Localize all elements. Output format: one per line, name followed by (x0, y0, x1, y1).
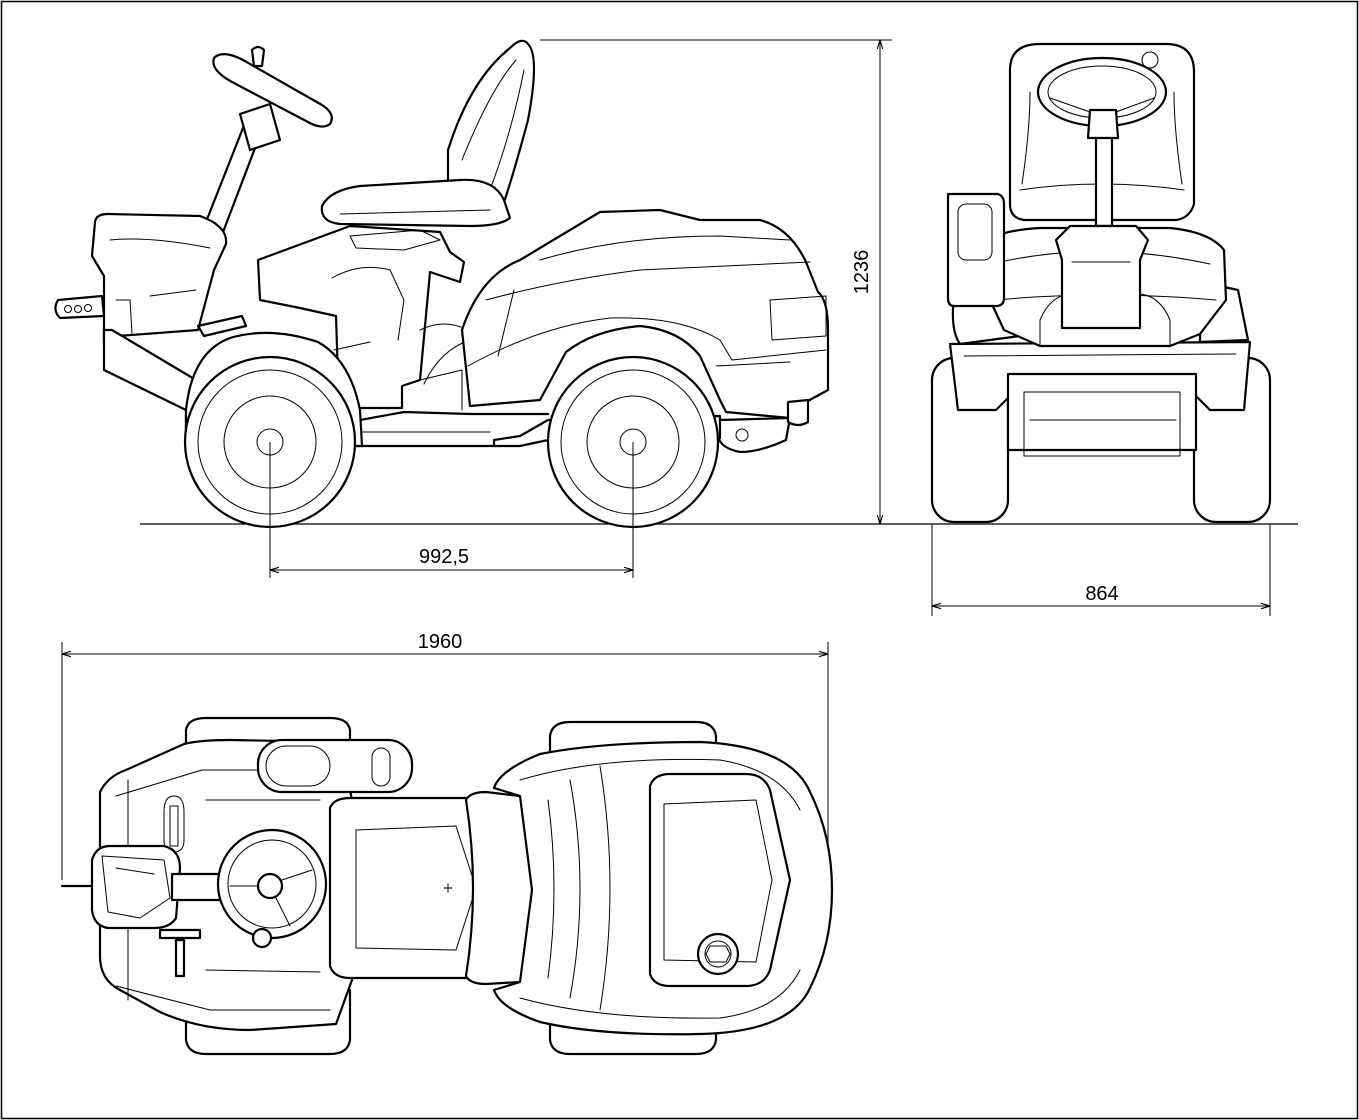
side-view: 1236 992,5 (54, 39, 1298, 578)
track-width-dimension-label: 864 (1085, 583, 1118, 605)
wheelbase-dimension-label: 992,5 (419, 546, 469, 568)
rear-wheel (183, 331, 364, 529)
front-view: 864 (930, 42, 1272, 616)
length-dimension-label: 1960 (418, 631, 463, 653)
top-view: 1960 (60, 631, 834, 1056)
height-dimension-label: 1236 (851, 250, 873, 295)
